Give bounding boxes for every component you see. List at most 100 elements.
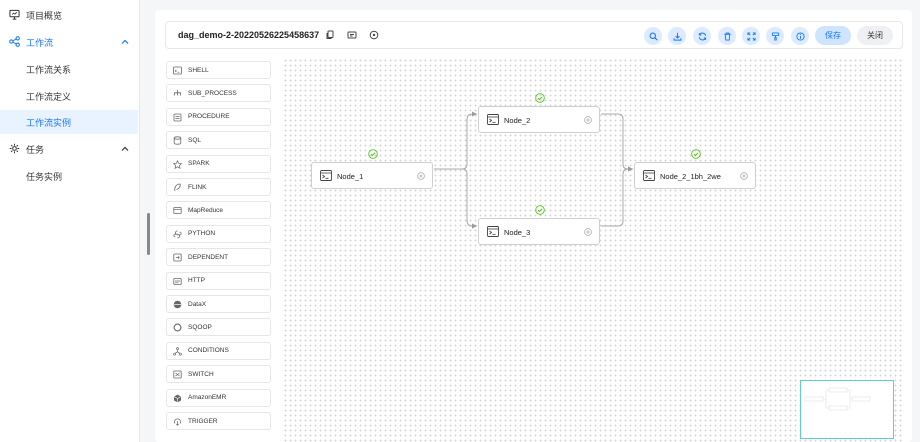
task-type-sub-process[interactable]: SUB_PROCESS bbox=[166, 84, 271, 103]
trigger-icon bbox=[174, 418, 181, 426]
close-button[interactable]: 关闭 bbox=[857, 26, 893, 45]
download-icon bbox=[673, 32, 681, 41]
dag-node-node-1[interactable]: Node_1 bbox=[311, 162, 433, 189]
workflow-icon bbox=[9, 36, 20, 47]
task-type-conditions[interactable]: CONDITIONS bbox=[166, 341, 271, 360]
shell-icon bbox=[173, 66, 182, 75]
sidebar-item-label: 任务 bbox=[26, 144, 45, 155]
info-button[interactable] bbox=[791, 27, 809, 45]
monitor-icon bbox=[9, 9, 20, 20]
sql-icon bbox=[173, 136, 182, 145]
datax-icon bbox=[173, 300, 182, 309]
task-type-sql[interactable]: SQL bbox=[166, 131, 271, 150]
task-type-label: DEPENDENT bbox=[188, 253, 229, 261]
task-type-label: PROCEDURE bbox=[188, 113, 230, 121]
dag-node-node-3[interactable]: Node_3 bbox=[478, 218, 600, 245]
task-type-python[interactable]: PYTHON bbox=[166, 224, 271, 243]
copy-icon[interactable] bbox=[325, 30, 335, 40]
task-type-procedure[interactable]: PROCEDURE bbox=[166, 107, 271, 126]
task-type-datax[interactable]: DataX bbox=[166, 295, 271, 313]
fullscreen-button[interactable] bbox=[742, 27, 760, 45]
fullscreen-icon bbox=[746, 31, 756, 41]
task-type-label: MapReduce bbox=[188, 206, 224, 214]
search-icon bbox=[649, 32, 658, 41]
task-type-sqoop[interactable]: SQOOP bbox=[166, 318, 271, 337]
refresh-icon bbox=[698, 32, 706, 40]
workflow-toolbar: dag_demo-2-20220526225458637 保存 关闭 bbox=[165, 21, 903, 49]
minimap-preview bbox=[804, 387, 871, 411]
task-type-trigger[interactable]: TRIGGER bbox=[166, 412, 271, 430]
shell-icon bbox=[643, 170, 655, 181]
switch-icon bbox=[173, 370, 182, 379]
flink-icon bbox=[174, 183, 181, 192]
success-check-icon bbox=[535, 93, 545, 103]
task-type-switch[interactable]: SWITCH bbox=[166, 365, 271, 384]
refresh-button[interactable] bbox=[693, 27, 711, 45]
task-type-http[interactable]: HTTP bbox=[166, 271, 271, 290]
sidebar-item-workflow-definition[interactable]: 工作流定义 bbox=[26, 91, 72, 102]
task-type-label: AmazonEMR bbox=[188, 394, 227, 402]
dependent-icon bbox=[173, 253, 182, 262]
task-type-label: SWITCH bbox=[188, 370, 214, 378]
conditions-icon bbox=[173, 347, 182, 356]
task-type-label: CONDITIONS bbox=[188, 347, 229, 355]
shell-icon bbox=[320, 170, 332, 181]
add-circle-icon[interactable] bbox=[584, 116, 592, 124]
sidebar-item-workflow-relation[interactable]: 工作流关系 bbox=[26, 64, 72, 75]
success-check-icon bbox=[535, 205, 545, 215]
task-type-dependent[interactable]: DEPENDENT bbox=[166, 248, 271, 267]
task-type-label: SUB_PROCESS bbox=[188, 89, 237, 97]
sidebar-item-label: 项目概览 bbox=[26, 10, 63, 21]
edge-node2-node4 bbox=[601, 113, 633, 172]
task-type-label: SQL bbox=[188, 136, 202, 144]
spark-icon bbox=[173, 159, 182, 169]
dag-node-node-2-1bh-2we[interactable]: Node_2_1bh_2we bbox=[634, 162, 756, 189]
edge-node1-node3 bbox=[434, 168, 477, 229]
task-type-shell[interactable]: SHELL bbox=[166, 61, 271, 79]
search-button[interactable] bbox=[644, 27, 662, 45]
sidebar-item-label: 工作流 bbox=[26, 37, 54, 48]
startup-params-icon[interactable] bbox=[369, 30, 379, 40]
mapreduce-icon bbox=[173, 207, 182, 215]
task-type-label: TRIGGER bbox=[188, 417, 218, 425]
task-type-flink[interactable]: FLINK bbox=[166, 178, 271, 196]
add-circle-icon[interactable] bbox=[417, 172, 425, 180]
info-icon bbox=[795, 31, 805, 41]
add-circle-icon[interactable] bbox=[584, 228, 592, 236]
edge-node1-node2 bbox=[434, 111, 477, 170]
add-circle-icon[interactable] bbox=[740, 172, 748, 180]
task-type-mapreduce[interactable]: MapReduce bbox=[166, 201, 271, 220]
success-check-icon bbox=[691, 149, 701, 159]
sidebar-item-workflow-instance[interactable]: 工作流实例 bbox=[0, 110, 138, 134]
shell-icon bbox=[487, 114, 499, 125]
format-button[interactable] bbox=[766, 27, 784, 45]
download-button[interactable] bbox=[668, 27, 686, 45]
python-icon bbox=[173, 230, 182, 239]
task-type-label: FLINK bbox=[188, 183, 207, 191]
format-brush-icon bbox=[771, 31, 779, 41]
node-label: Node_3 bbox=[504, 228, 531, 237]
task-type-spark[interactable]: SPARK bbox=[166, 154, 271, 173]
sidebar-item-project-overview[interactable]: 项目概览 bbox=[0, 3, 138, 27]
delete-button[interactable] bbox=[718, 27, 736, 45]
shell-icon bbox=[487, 226, 499, 237]
workflow-name: dag_demo-2-20220526225458637 bbox=[178, 30, 320, 40]
node-label: Node_1 bbox=[337, 172, 364, 181]
task-type-label: DataX bbox=[188, 300, 207, 308]
chevron-up-icon bbox=[121, 39, 129, 44]
task-type-label: SPARK bbox=[188, 160, 210, 168]
sidebar-scrollbar[interactable] bbox=[147, 213, 150, 255]
node-label: Node_2 bbox=[504, 116, 531, 125]
save-button[interactable]: 保存 bbox=[815, 26, 851, 45]
sidebar-item-workflow[interactable]: 工作流 bbox=[0, 30, 138, 54]
sidebar-item-task[interactable]: 任务 bbox=[0, 137, 138, 161]
minimap[interactable] bbox=[800, 380, 894, 439]
task-type-amazonemr[interactable]: AmazonEMR bbox=[166, 388, 271, 407]
sidebar: 项目概览 工作流 工作流关系 工作流定义 工作流实例 任务 任务实例 bbox=[0, 0, 140, 442]
task-type-label: PYTHON bbox=[188, 230, 216, 238]
sidebar-item-task-instance[interactable]: 任务实例 bbox=[26, 171, 63, 182]
trash-icon bbox=[723, 32, 731, 41]
success-check-icon bbox=[368, 149, 378, 159]
dag-node-node-2[interactable]: Node_2 bbox=[478, 106, 600, 133]
variables-icon[interactable] bbox=[347, 30, 357, 40]
